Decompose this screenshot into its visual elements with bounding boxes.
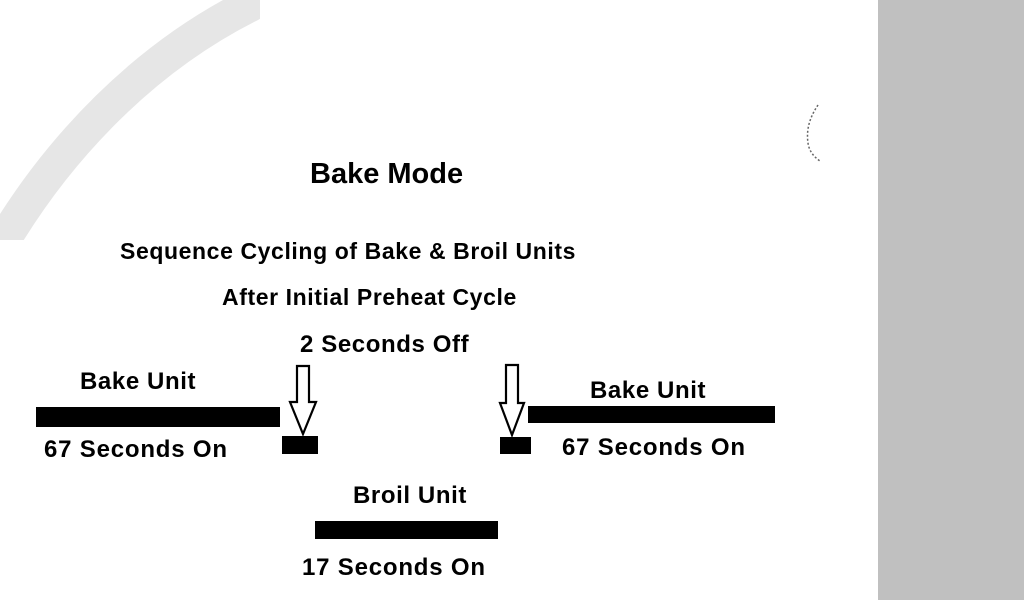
broil-unit-label: Broil Unit — [353, 482, 467, 509]
off-gap-block-left — [282, 436, 318, 454]
bake-unit-right-label: Bake Unit — [590, 377, 707, 404]
scan-speck — [806, 104, 821, 162]
bake-unit-left-on-label: 67 Seconds On — [44, 436, 228, 463]
off-period-label: 2 Seconds Off — [300, 331, 470, 358]
bake-unit-left-bar — [36, 407, 280, 427]
bake-unit-left-label: Bake Unit — [80, 368, 197, 395]
bake-unit-right-bar — [528, 406, 775, 423]
bake-unit-right-on-label: 67 Seconds On — [562, 434, 746, 461]
broil-unit-on-label: 17 Seconds On — [302, 554, 486, 581]
watermark-arc — [0, 0, 260, 240]
off-gap-block-right — [500, 437, 531, 454]
side-panel — [878, 0, 1024, 600]
diagram-title: Bake Mode — [310, 158, 464, 190]
down-arrow-left-icon — [288, 364, 318, 436]
diagram-subtitle-line1: Sequence Cycling of Bake & Broil Units — [120, 238, 577, 264]
down-arrow-right-icon — [498, 363, 526, 437]
diagram-subtitle-line2: After Initial Preheat Cycle — [222, 284, 517, 310]
broil-unit-bar — [315, 521, 498, 539]
